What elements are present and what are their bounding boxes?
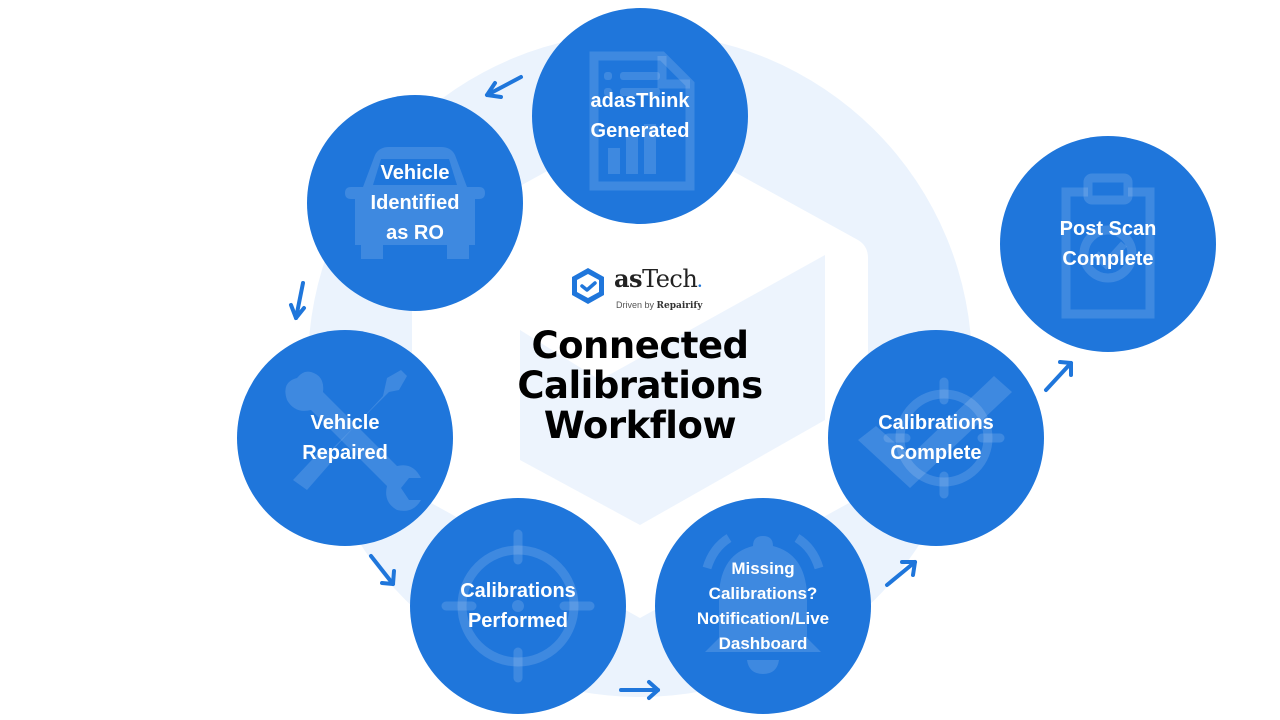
step-label: Calibrations Complete <box>878 412 994 464</box>
step-adasthink-generated: adasThink Generated <box>532 8 748 224</box>
step-calibrations-performed: Calibrations Performed <box>410 498 626 714</box>
wrench-screwdriver-icon <box>285 370 421 511</box>
step-calibrations-complete: Calibrations Complete <box>828 330 1044 546</box>
car-icon <box>345 147 485 259</box>
report-document-icon <box>589 51 695 191</box>
step-label: Post Scan Complete <box>1059 218 1157 270</box>
brand-name-regular: Tech <box>642 265 698 293</box>
watermark-check <box>520 255 825 525</box>
brand-mark: . <box>697 275 702 291</box>
tagline-prefix: Driven by <box>616 300 657 310</box>
step-label: Vehicle Identified as RO <box>370 162 460 244</box>
astech-logo: asTech. Driven by Repairify <box>568 264 728 316</box>
step-post-scan-complete: Post Scan Complete <box>1000 136 1216 352</box>
step-vehicle-repaired: Vehicle Repaired <box>237 330 453 546</box>
target-check-icon <box>858 376 1012 499</box>
crosshair-target-icon <box>441 529 595 683</box>
step-label: adasThink Generated <box>590 90 690 142</box>
step-label: Calibrations Performed <box>460 580 576 632</box>
diagram-title: Connected Calibrations Workflow <box>517 324 763 447</box>
brand-name-bold: as <box>614 264 643 293</box>
step-missing-calibrations: Missing Calibrations? Notification/Live … <box>655 498 871 714</box>
bell-icon <box>702 534 824 674</box>
brand-name: asTech. <box>614 264 702 293</box>
hexagon-check-icon <box>572 268 604 304</box>
brand-tagline: Driven by Repairify <box>616 300 703 311</box>
step-label: Vehicle Repaired <box>302 412 388 464</box>
tagline-brand: Repairify <box>656 301 703 311</box>
step-label: Missing Calibrations? Notification/Live … <box>696 559 830 653</box>
step-vehicle-identified: Vehicle Identified as RO <box>307 95 523 311</box>
clipboard-check-icon <box>1061 173 1155 319</box>
